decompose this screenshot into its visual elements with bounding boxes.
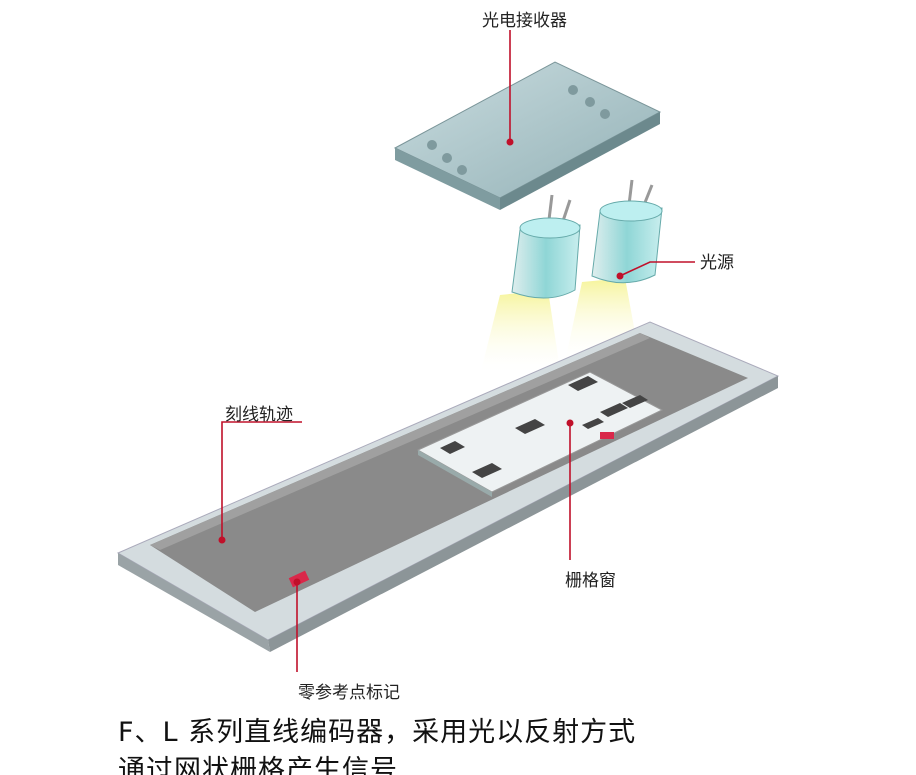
caption-line-1: F、L 系列直线编码器，采用光以反射方式 [118, 717, 637, 748]
linear-scale [116, 321, 780, 652]
label-reference-mark: 零参考点标记 [298, 683, 400, 703]
label-grating-window: 栅格窗 [565, 571, 616, 591]
label-scale-track: 刻线轨迹 [225, 405, 293, 425]
label-light-source: 光源 [700, 253, 734, 273]
leader-lines [221, 30, 695, 672]
label-receiver: 光电接收器 [482, 11, 567, 31]
grating-window [416, 371, 664, 497]
caption-line-2: 通过网状栅格产生信号 [118, 755, 398, 775]
photoelectric-receiver [393, 61, 662, 210]
light-source [480, 179, 663, 375]
